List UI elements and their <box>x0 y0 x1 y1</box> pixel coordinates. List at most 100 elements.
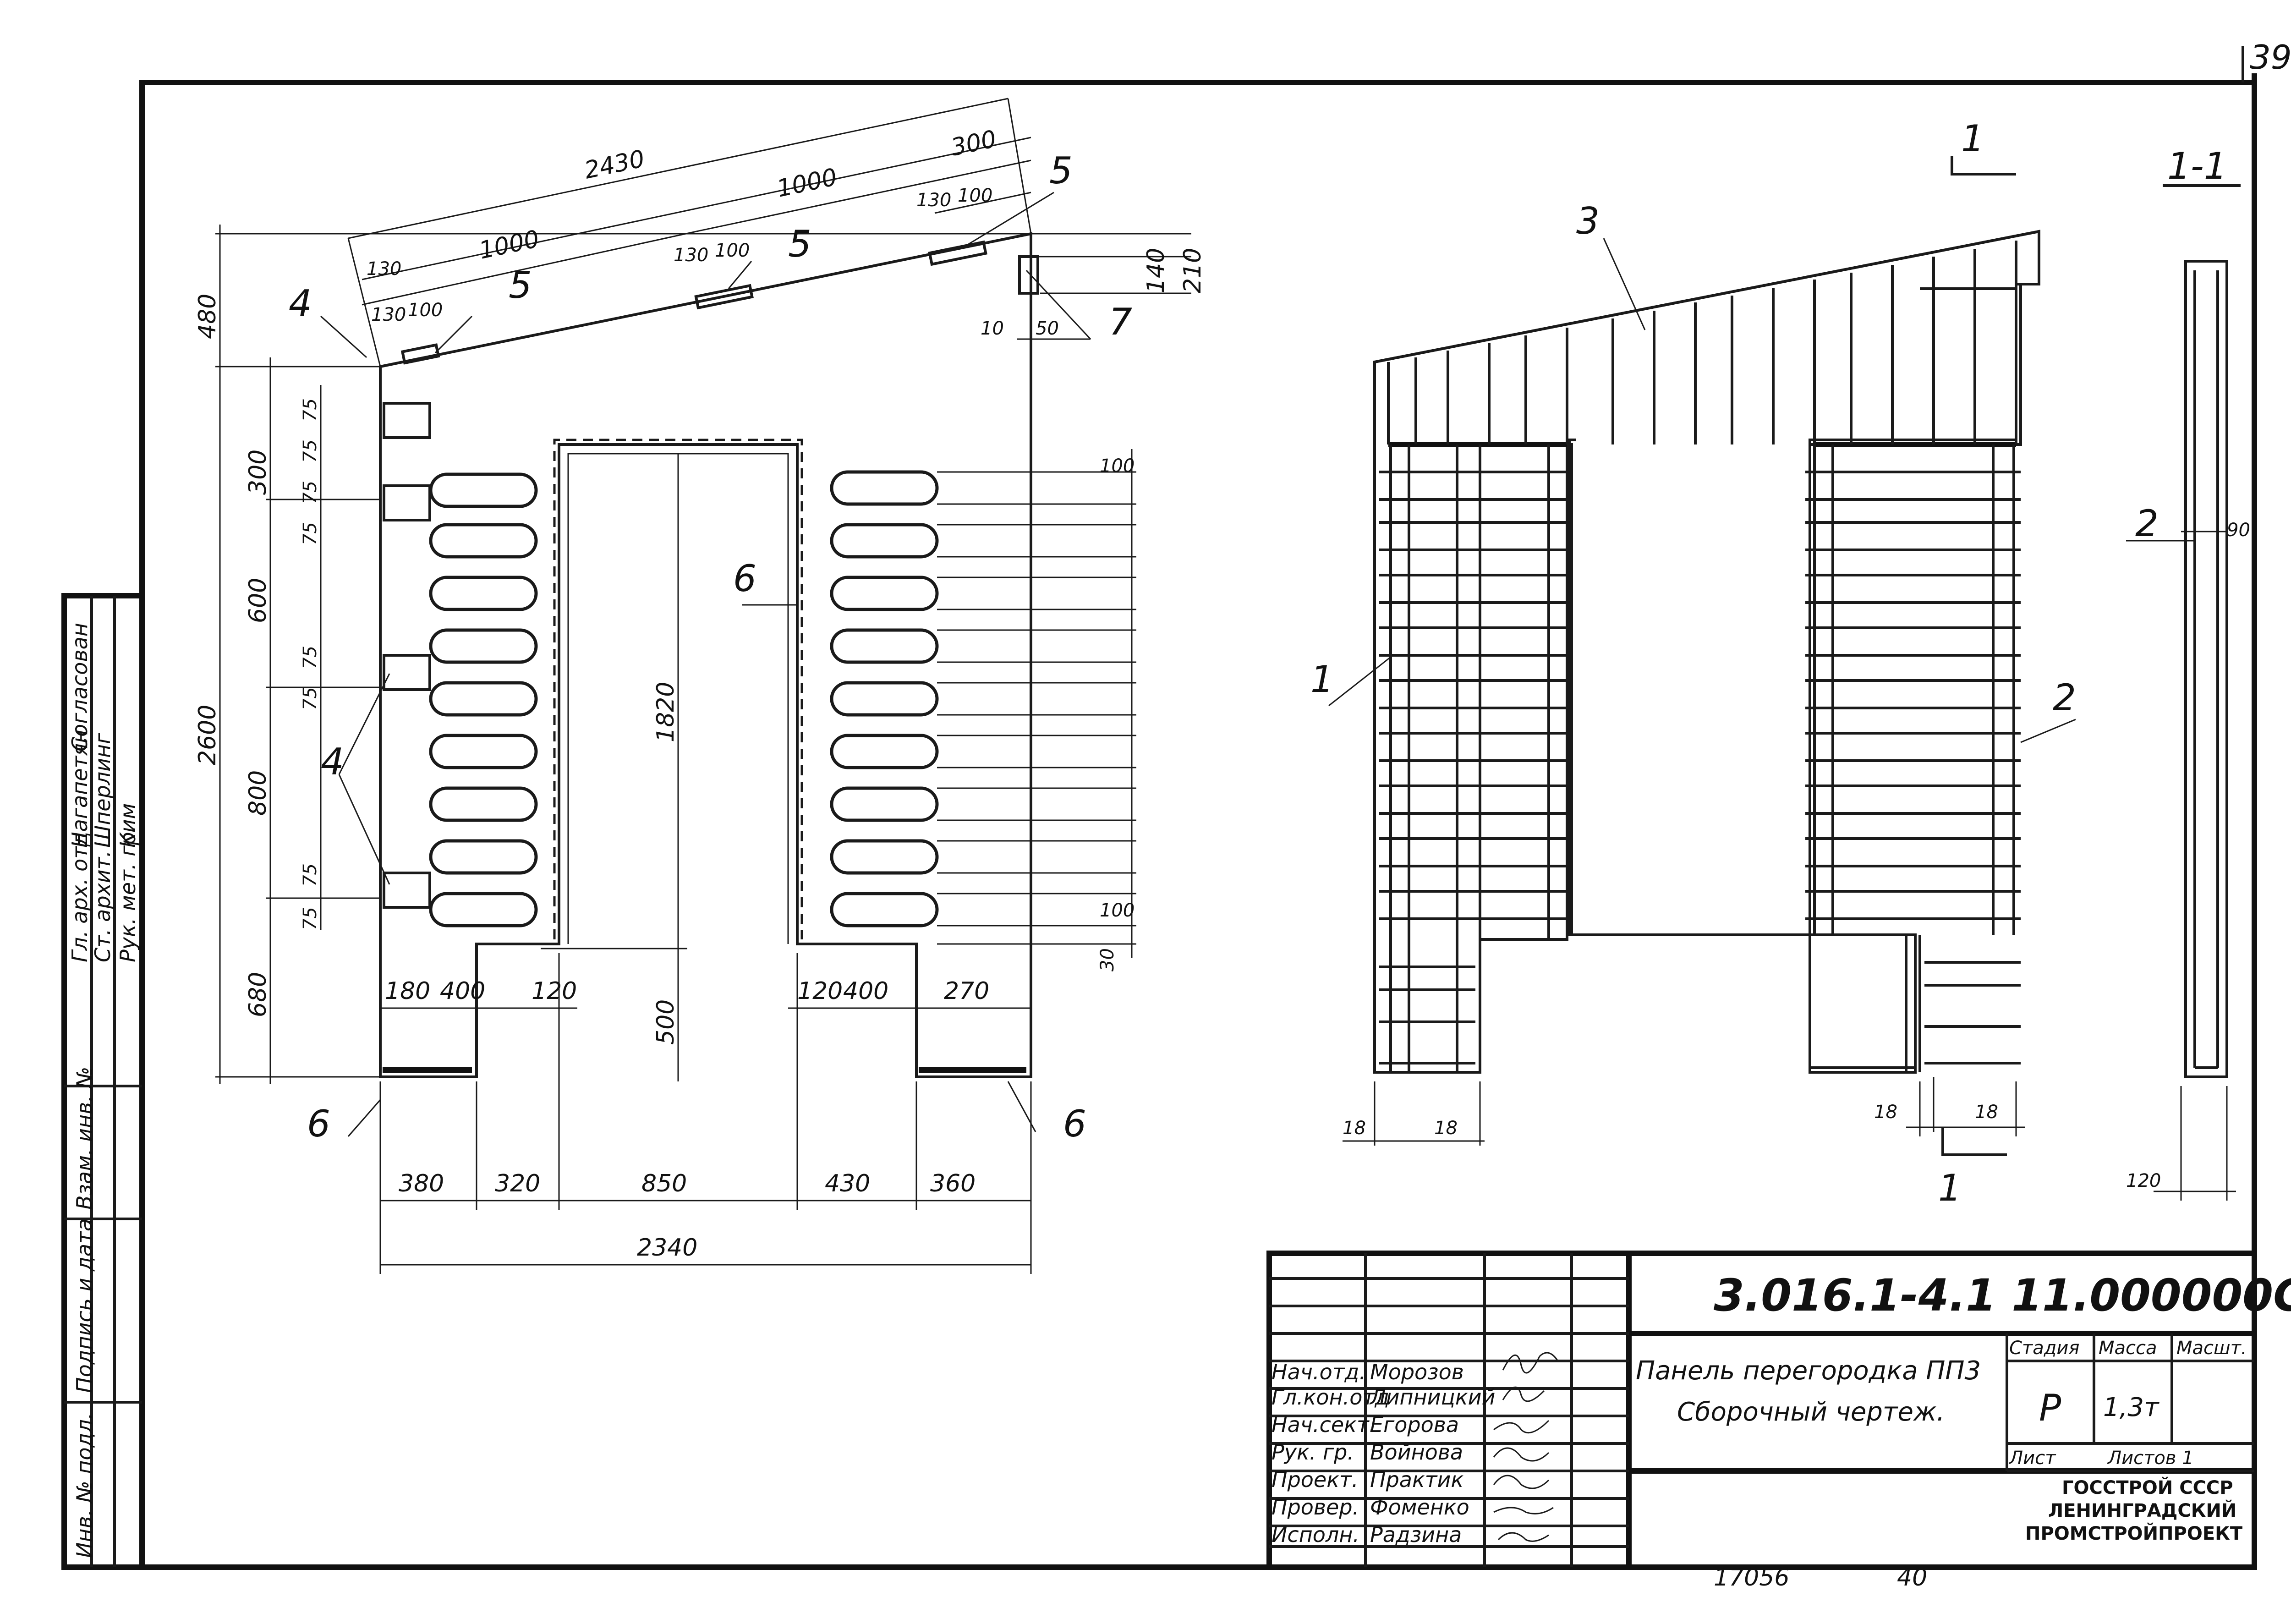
section-mark-bottom: 1 <box>1938 1167 1962 1209</box>
callout-6-center: 6 <box>733 557 756 600</box>
callout-1: 1 <box>1310 658 1334 701</box>
name-2: Липницкий <box>1369 1385 1495 1410</box>
callout-3: 3 <box>1576 200 1600 242</box>
stage-value: Р <box>2039 1387 2061 1429</box>
dim-300: 300 <box>948 125 999 161</box>
dim-18-d: 18 <box>1975 1102 1998 1123</box>
reinforcement-view: 1 3 1 2 18 18 18 18 1 <box>1310 117 2076 1209</box>
section-mark-top: 1 <box>1961 117 1984 160</box>
role-7: Исполн. <box>1272 1522 1359 1547</box>
dim-1820: 1820 <box>652 682 680 742</box>
dim-130-c: 130 <box>674 245 708 266</box>
role-6: Провер. <box>1272 1495 1359 1520</box>
dim-120-a: 120 <box>532 977 577 1005</box>
dim-500: 500 <box>652 999 680 1045</box>
dim-140: 140 <box>1142 248 1170 293</box>
side-role-1: Гл. арх. отд <box>67 832 92 962</box>
callout-5-b: 5 <box>788 223 811 265</box>
mass-label: Масса <box>2099 1338 2157 1359</box>
side-table: Гл. арх. отд Ст. архит. Рук. мет. гр. На… <box>61 593 145 1570</box>
dim-130-d: 130 <box>916 190 951 211</box>
sheet-label: Лист <box>2008 1448 2056 1469</box>
dim-75-3: 75 <box>300 481 321 504</box>
stage-label: Стадия <box>2009 1338 2079 1359</box>
holes-right <box>830 470 939 927</box>
holes-left <box>429 472 538 927</box>
panel-outline <box>379 232 1032 1078</box>
side-name-1: Нагапетян <box>67 730 92 848</box>
org-line-2: ЛЕНИНГРАДСКИЙ <box>2048 1499 2236 1521</box>
name-6: Фоменко <box>1370 1495 1469 1520</box>
dim-2600: 2600 <box>194 705 221 765</box>
dim-75-4: 75 <box>300 522 321 545</box>
side-col-3: Инв. № подл. <box>72 1413 97 1558</box>
dim-400-a: 400 <box>440 977 485 1005</box>
dim-100-c: 100 <box>958 185 992 206</box>
dim-800: 800 <box>244 770 272 816</box>
name-3: Егорова <box>1370 1412 1459 1437</box>
dim-10: 10 <box>981 318 1004 339</box>
side-name-3: Ким <box>115 803 140 848</box>
dim-18-a: 18 <box>1343 1118 1366 1139</box>
side-name-2: Шперлинг <box>90 733 115 848</box>
dim-75-2: 75 <box>300 439 321 463</box>
callout-7: 7 <box>1109 301 1132 343</box>
footer-number-left: 17056 <box>1714 1564 1789 1591</box>
dim-130-a: 130 <box>367 258 401 280</box>
dim-100-a: 100 <box>408 300 443 321</box>
page-number: 39 <box>2250 38 2291 77</box>
role-1: Нач.отд. <box>1272 1360 1366 1384</box>
dim-100-b: 100 <box>715 240 750 261</box>
sheets-label: Листов 1 <box>2107 1448 2194 1469</box>
name-1: Морозов <box>1370 1360 1464 1384</box>
org-line-1: ГОССТРОЙ СССР <box>2062 1476 2233 1498</box>
footer-number-right: 40 <box>1897 1564 1927 1591</box>
callout-5-a: 5 <box>509 264 532 307</box>
dim-320: 320 <box>495 1170 540 1197</box>
name-7: Радзина <box>1370 1522 1462 1547</box>
callout-2: 2 <box>2053 676 2076 719</box>
callout-4-mid: 4 <box>321 741 344 783</box>
callout-6-right: 6 <box>1063 1103 1086 1145</box>
rod-6-center <box>553 439 803 939</box>
dim-600: 600 <box>244 578 272 623</box>
mass-value: 1,3т <box>2103 1393 2159 1422</box>
callout-5-c: 5 <box>1049 149 1073 192</box>
dim-850: 850 <box>641 1170 687 1197</box>
role-5: Проект. <box>1272 1467 1358 1492</box>
dim-430: 430 <box>825 1170 870 1197</box>
section-callout-2: 2 <box>2135 502 2159 545</box>
name-5: Практик <box>1370 1467 1463 1492</box>
dim-18-b: 18 <box>1434 1118 1458 1139</box>
rebar-left-column <box>1379 444 1567 1072</box>
dim-75-1: 75 <box>300 398 321 422</box>
dim-75-7: 75 <box>300 863 321 887</box>
role-4: Рук. гр. <box>1272 1440 1354 1465</box>
dim-100-bottom: 100 <box>1100 900 1135 921</box>
side-role-2: Ст. архит. <box>90 850 115 962</box>
dim-50: 50 <box>1036 318 1059 339</box>
dim-480: 480 <box>194 294 221 339</box>
dim-210: 210 <box>1179 248 1206 293</box>
dim-400-b: 400 <box>843 977 888 1005</box>
dim-180: 180 <box>385 977 430 1005</box>
dim-120: 120 <box>2126 1170 2161 1191</box>
dim-680: 680 <box>244 972 272 1017</box>
org-line-3: ПРОМСТРОЙПРОЕКТ <box>2025 1522 2243 1544</box>
dim-300-v: 300 <box>244 450 272 495</box>
side-header: Согласован <box>67 623 92 752</box>
dim-75-5: 75 <box>300 646 321 669</box>
section-1-1: 1-1 2 90 120 <box>2126 145 2250 1201</box>
dim-380: 380 <box>399 1170 444 1197</box>
dim-75-6: 75 <box>300 687 321 710</box>
dim-120-b: 120 <box>797 977 843 1005</box>
role-2: Гл.кон.отд <box>1272 1385 1389 1410</box>
dim-18-c: 18 <box>1874 1102 1897 1123</box>
rebar-top-verticals <box>1387 241 2017 444</box>
title-line-1: Панель перегородка ПП3 <box>1636 1356 1981 1386</box>
side-role-3: Рук. мет. гр. <box>115 825 140 962</box>
side-col-1: Взам. инв. № <box>72 1067 97 1210</box>
rebar-outline <box>1374 230 2040 1069</box>
dim-2340: 2340 <box>637 1234 697 1262</box>
